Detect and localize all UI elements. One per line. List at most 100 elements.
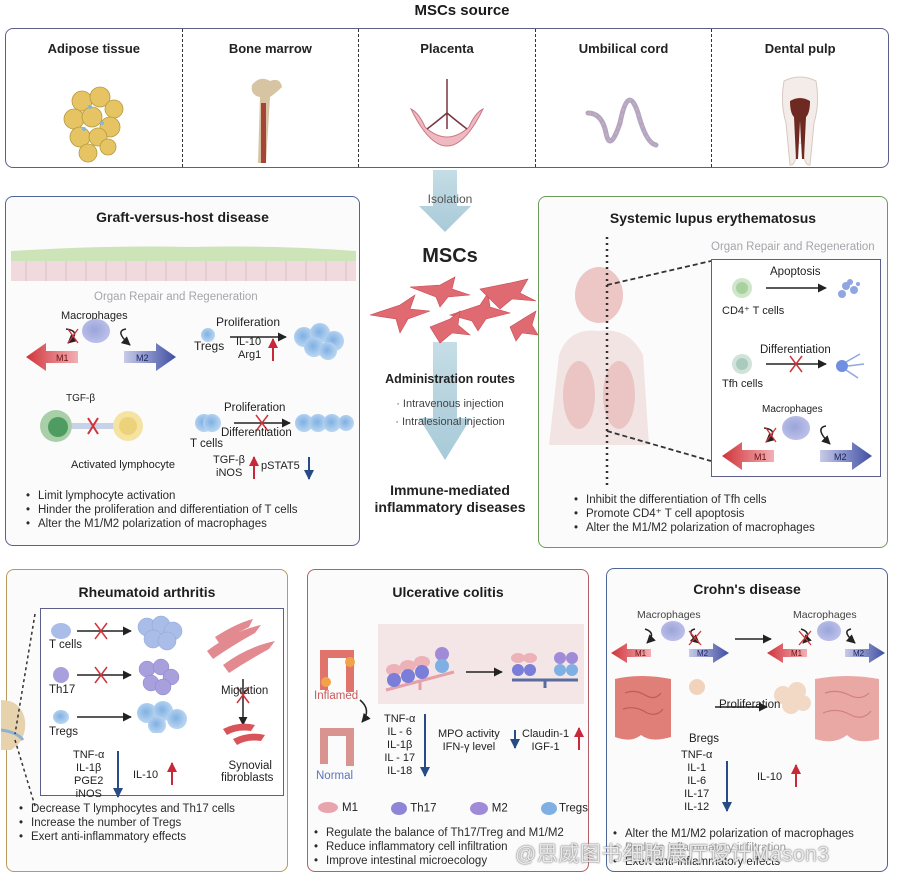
macrophages-label: Macrophages — [61, 310, 128, 322]
cd-down-markers: TNF-α IL-1 IL-6 IL-17 IL-12 — [681, 749, 713, 813]
th17-swatch-icon — [391, 802, 408, 815]
msc-cells-icon — [369, 276, 539, 344]
tregs-label: Tregs — [49, 726, 78, 738]
proliferation-label: Proliferation — [216, 315, 281, 329]
cd-effects-list: Alter the M1/M2 polarization of macropha… — [613, 827, 854, 869]
treg-cell-icon — [53, 710, 69, 724]
human-body-icon — [549, 237, 712, 485]
after-polarization-icon: M1 M2 — [767, 621, 885, 663]
legend-item-th17: Th17 — [391, 802, 436, 818]
down-arrow-icon — [722, 761, 732, 812]
th17-cluster-icon — [138, 658, 180, 696]
il10-label: IL-10 — [133, 769, 159, 781]
route-item: · Intralesional injection — [395, 416, 505, 428]
m1-arrow-icon — [26, 343, 78, 371]
ra-down-markers: TNF-α IL-1β PGE2 iNOS — [73, 749, 105, 800]
effect-item: Alter the M1/M2 polarization of macropha… — [26, 517, 298, 531]
source-label: Adipose tissue — [47, 41, 141, 56]
svg-text:M1: M1 — [754, 452, 767, 462]
cell-legend: M1 Th17 M2 Tregs — [318, 802, 588, 818]
lymphocyte-inhibition-diagram — [40, 410, 143, 442]
m2-arrow-icon — [124, 343, 176, 371]
administration-routes-list: · Intravenous injection · Intralesional … — [365, 395, 535, 431]
mscs-label: MSCs — [422, 245, 478, 267]
effect-item: Exert anti-inflammatory effects — [613, 855, 854, 869]
effect-item: Alter the M1/M2 polarization of macropha… — [613, 827, 854, 841]
isolation-arrow — [419, 170, 471, 232]
normal-balance-icon — [511, 652, 578, 688]
svg-text:M2: M2 — [834, 452, 847, 462]
down-arrow-icon — [113, 751, 123, 798]
source-label: Umbilical cord — [578, 41, 669, 56]
activated-lymphocyte-label: Activated lymphocyte — [71, 459, 175, 471]
gvhd-effects-list: Limit lymphocyte activation Hinder the p… — [26, 489, 298, 531]
uc-up-markers: Claudin-1 IGF-1 — [522, 728, 570, 753]
proliferation-label: Proliferation — [719, 699, 781, 711]
organ-repair-label: Organ Repair and Regeneration — [711, 241, 875, 253]
panel-title: Graft-versus-host disease — [96, 209, 269, 225]
uc-panel: Ulcerative colitis Inflamed Normal TNF-α… — [307, 569, 589, 872]
apoptosis-label: Apoptosis — [770, 266, 821, 278]
svg-text:M1: M1 — [791, 649, 803, 658]
isolation-label: Isolation — [427, 192, 473, 206]
macrophages-label-right: Macrophages — [793, 609, 857, 621]
inhibit-x-icon — [236, 686, 250, 704]
treg-cell-icon — [201, 328, 215, 342]
adipose-icon — [63, 86, 124, 163]
panel-title: Ulcerative colitis — [392, 584, 504, 600]
bone-icon — [252, 78, 283, 163]
th17-cell-icon — [53, 667, 69, 683]
macrophages-label-left: Macrophages — [637, 609, 701, 621]
ra-mechanism-box: T cells Th17 Tregs Migration Synovial fi… — [40, 608, 284, 800]
m2-swatch-icon — [469, 802, 488, 815]
source-placenta: Placenta — [359, 29, 536, 167]
inflamed-balance-icon — [385, 647, 455, 692]
inhibit-x-icon — [789, 355, 803, 373]
panel-title: Crohn's disease — [693, 581, 801, 597]
tcell-cluster-icon — [137, 615, 183, 651]
legend-item-m1: M1 — [318, 802, 358, 818]
tcells-label: T cells — [49, 639, 83, 651]
route-item: · Intravenous injection — [396, 398, 504, 410]
source-label: Dental pulp — [764, 41, 836, 56]
up-arrow-icon — [167, 762, 177, 785]
svg-text:M2: M2 — [136, 353, 149, 363]
before-polarization-icon: M1 M2 — [611, 621, 729, 663]
effect-item: Alter the M1/M2 polarization of macropha… — [574, 521, 815, 535]
inflamed-label: Inflamed — [314, 690, 359, 702]
tregs-proliferation-diagram — [201, 323, 344, 360]
tooth-icon — [782, 76, 819, 166]
cd-panel: Crohn's disease Macrophages Macrophages … — [606, 568, 888, 872]
migration-label: Migration — [221, 685, 269, 697]
panel-title: Systemic lupus erythematosus — [609, 210, 817, 226]
flow-arrows — [419, 170, 471, 460]
tcell-icon — [51, 623, 71, 639]
tgfb-label: TGF-β — [66, 393, 96, 404]
down-arrow-icon — [420, 714, 430, 777]
sle-effects-list: Inhibit the differentiation of Tfh cells… — [574, 493, 815, 535]
ra-effects-list: Decrease T lymphocytes and Th17 cells In… — [19, 802, 235, 844]
svg-text:M1: M1 — [56, 353, 69, 363]
differentiated-cell-icon — [836, 353, 865, 379]
administration-arrow — [419, 342, 471, 460]
apoptosis-diagram — [732, 278, 860, 298]
il10-label: IL-10 — [757, 771, 783, 783]
treg-cluster-icon — [137, 701, 187, 733]
source-dental-pulp: Dental pulp — [712, 29, 888, 167]
cd-intestine-diagram — [615, 676, 879, 742]
inflamed-colon-icon — [320, 650, 354, 692]
inhibit-x-icon — [87, 417, 99, 435]
macrophage-polarization-diagram: M1 M2 — [722, 416, 872, 470]
msc-sources-panel: Adipose tissue Bone marrow Placenta Umbi… — [5, 28, 889, 168]
apoptotic-cell-icon — [838, 279, 860, 298]
synovial-fibroblast-diagram — [207, 619, 275, 745]
effect-item: Decrease T lymphocytes and Th17 cells — [19, 802, 235, 816]
inhibit-x-icon — [765, 427, 777, 443]
page-title: MSCs source — [414, 2, 510, 19]
effect-item: Improve intestinal microecology — [314, 854, 564, 868]
organ-repair-label: Organ Repair and Regeneration — [94, 291, 258, 303]
sle-panel: Systemic lupus erythematosus Organ Repai… — [538, 196, 888, 548]
source-label: Placenta — [420, 41, 474, 56]
macrophage-cell-icon — [782, 416, 810, 440]
tcell-icon — [195, 414, 221, 432]
